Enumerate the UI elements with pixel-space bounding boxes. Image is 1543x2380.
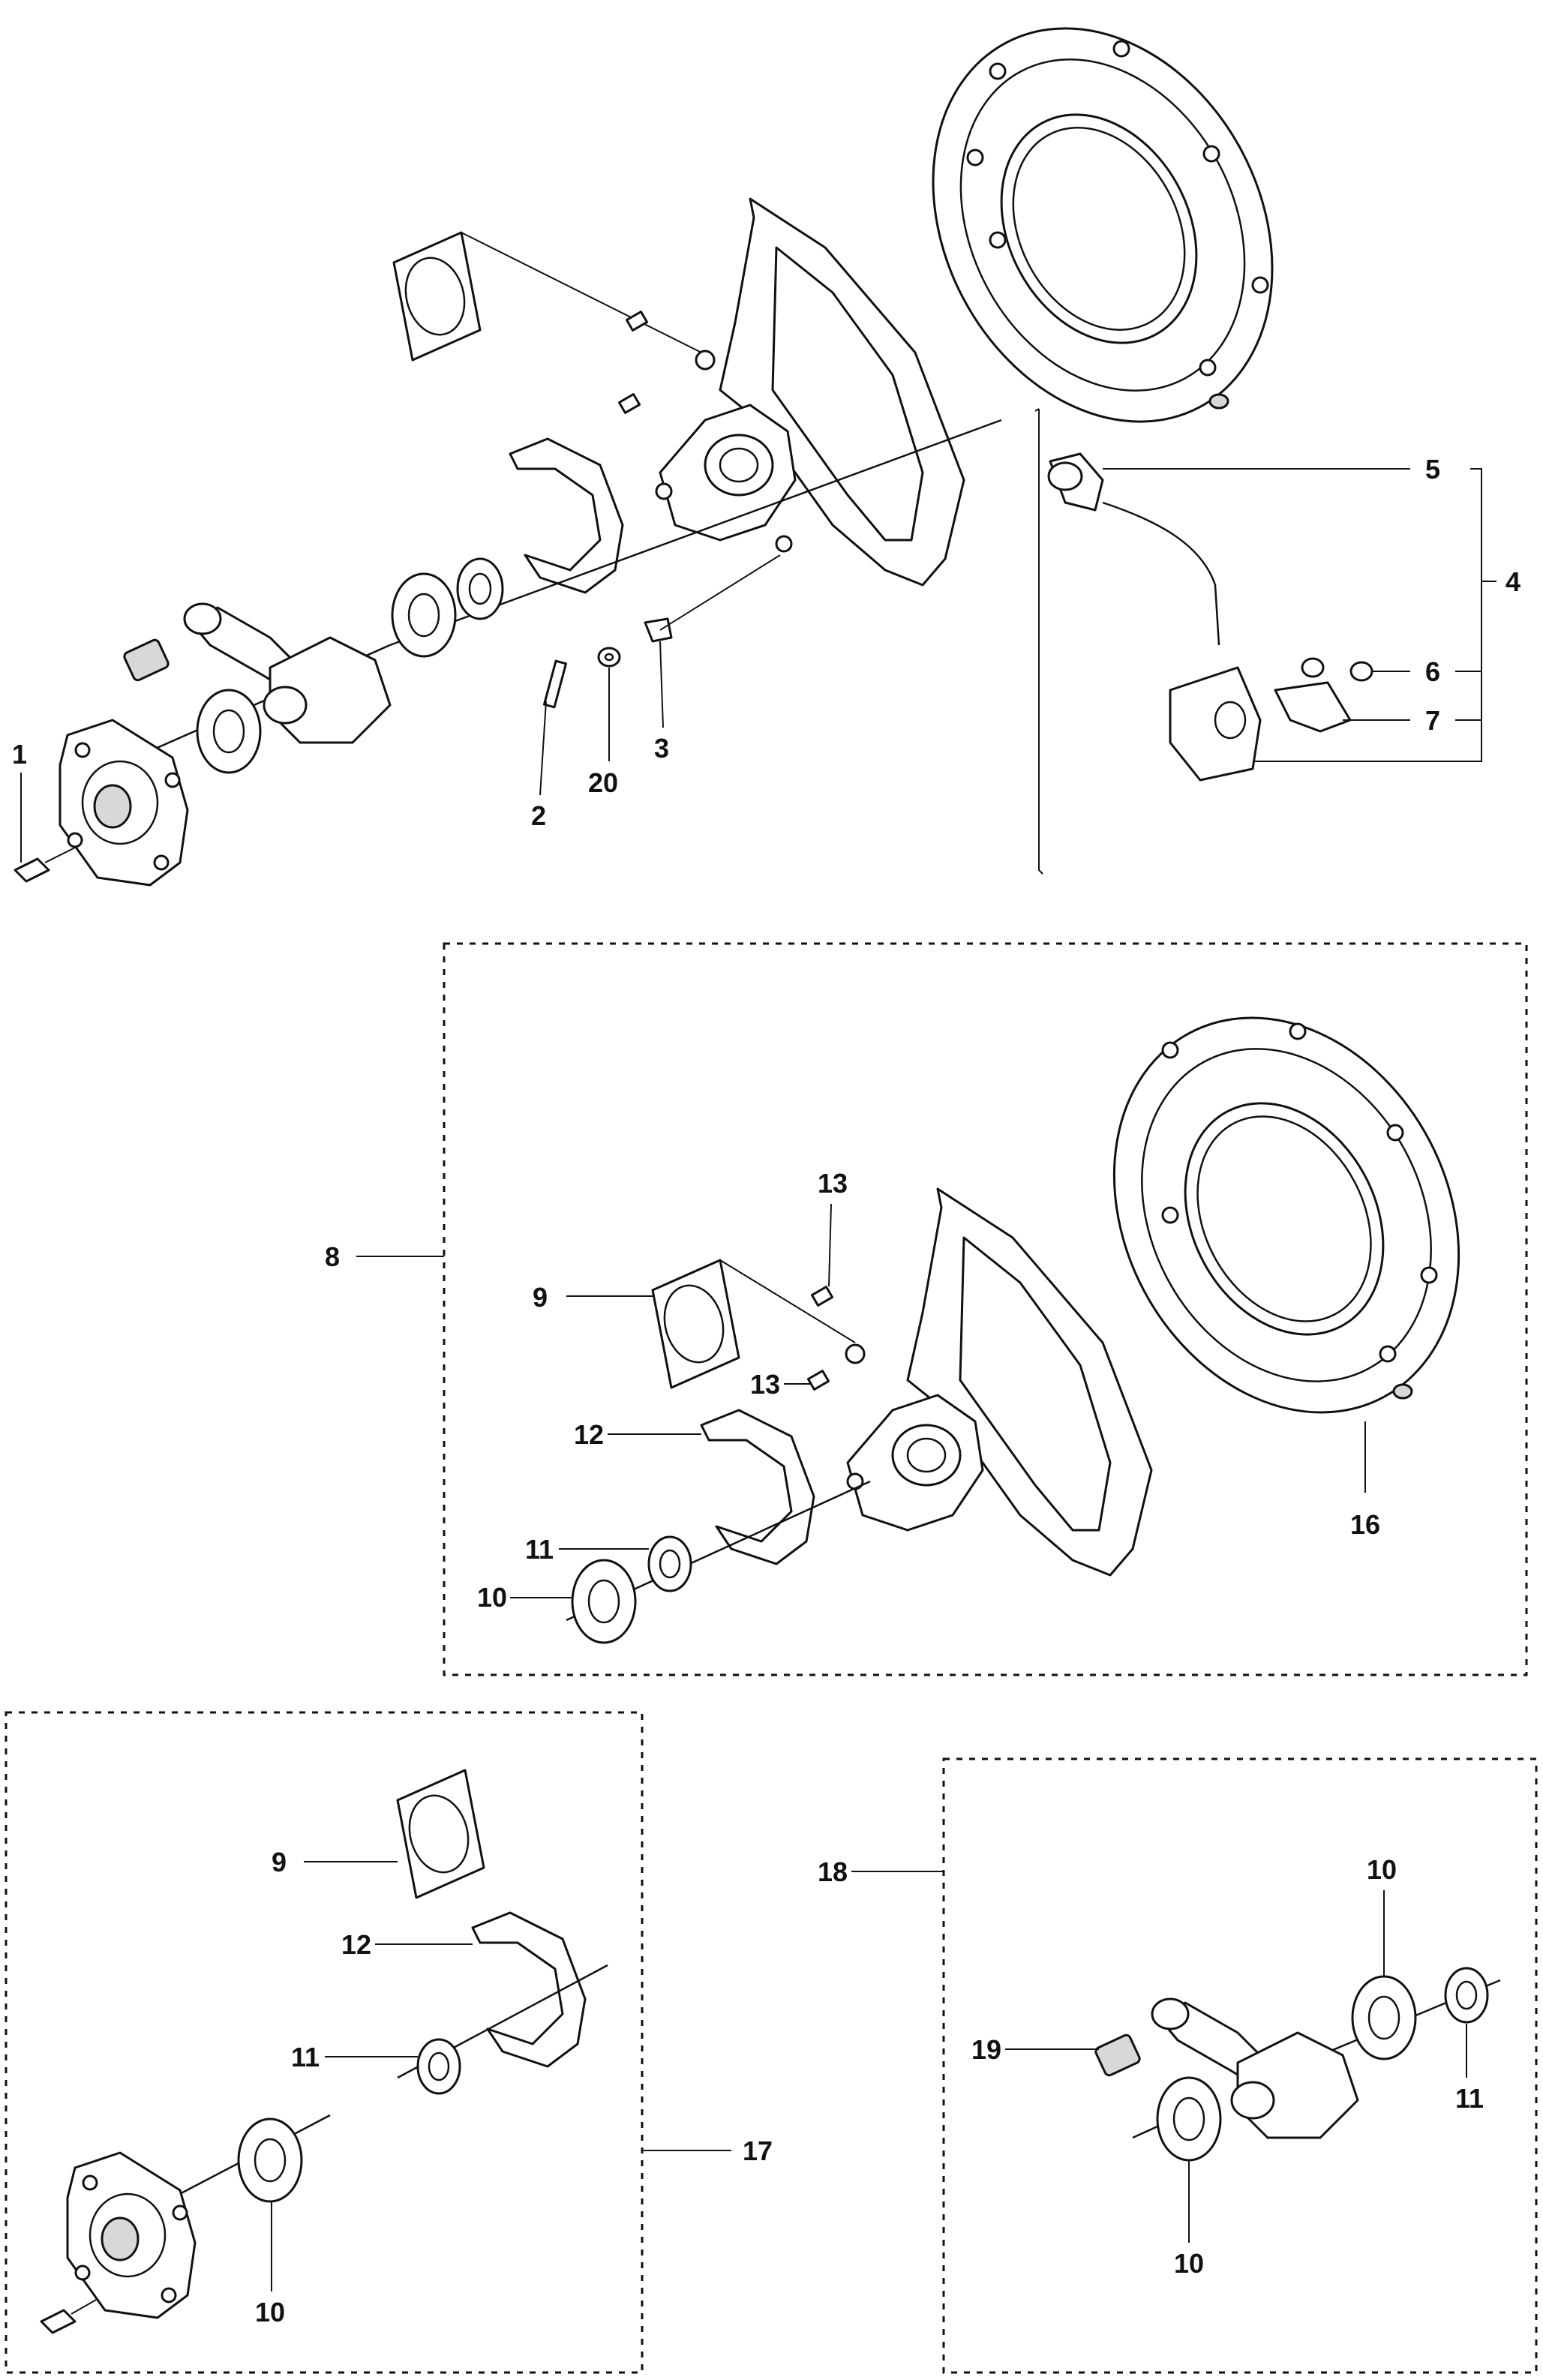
callout-18: 18 [818,1856,848,1887]
callout-6: 6 [1425,656,1440,687]
key [644,617,673,643]
callout-9-kit17: 9 [272,1847,287,1877]
callout-11-kit8: 11 [525,1534,554,1565]
callout-17: 17 [743,2135,773,2166]
callout-11-kit17: 11 [291,2042,320,2072]
crankcase-kit-8 [566,1016,1460,1644]
ignition-module [1047,452,1262,782]
dowel-pin [625,311,649,332]
cylinder-gasket [392,231,482,362]
callout-7: 7 [1425,705,1440,736]
bearing [196,689,262,774]
callout-1: 1 [12,739,27,770]
callout-12-kit8: 12 [574,1419,604,1450]
crankcase-cover [59,719,189,887]
callout-2: 2 [531,800,546,831]
crankcase-kit-17 [40,1769,608,2334]
callout-20: 20 [588,767,618,798]
bearing [391,572,457,658]
bracket [1274,681,1352,733]
callout-8: 8 [325,1241,340,1272]
flywheel-disc [932,27,1274,423]
kit-box-18 [942,1757,1538,2374]
callout-4: 4 [1505,566,1520,597]
callout-5: 5 [1425,454,1440,485]
crankcase-gasket [509,437,624,594]
callout-3: 3 [654,733,669,764]
callout-16: 16 [1350,1509,1380,1540]
screw [542,659,568,709]
callout-19: 19 [971,2034,1001,2065]
seal [456,557,504,620]
main-assembly [14,27,1496,887]
callout-10-kit8: 10 [477,1582,507,1613]
crankshaft-kit-18 [1094,1967,1501,2162]
crankcase-half [655,197,965,587]
callout-12-kit17: 12 [341,1929,371,1960]
callout-13-upper: 13 [818,1168,848,1199]
callout-13-lower: 13 [750,1369,780,1400]
callout-10-kit18-upper: 10 [1367,1854,1397,1885]
callout-10-kit17: 10 [255,2297,285,2327]
crankshaft-connecting-rod [183,602,392,744]
callout-9-kit8: 9 [533,1282,548,1313]
nut [1349,661,1373,682]
kit-box-17 [5,1711,644,2374]
callout-11-kit18: 11 [1455,2083,1484,2114]
dowel-pin [617,393,641,414]
washer [597,647,621,668]
needle-bearing [123,638,170,682]
screw [14,857,50,883]
nut [1301,657,1325,678]
callout-10-kit18-lower: 10 [1174,2248,1204,2279]
kit-box-8 [443,942,1528,1676]
